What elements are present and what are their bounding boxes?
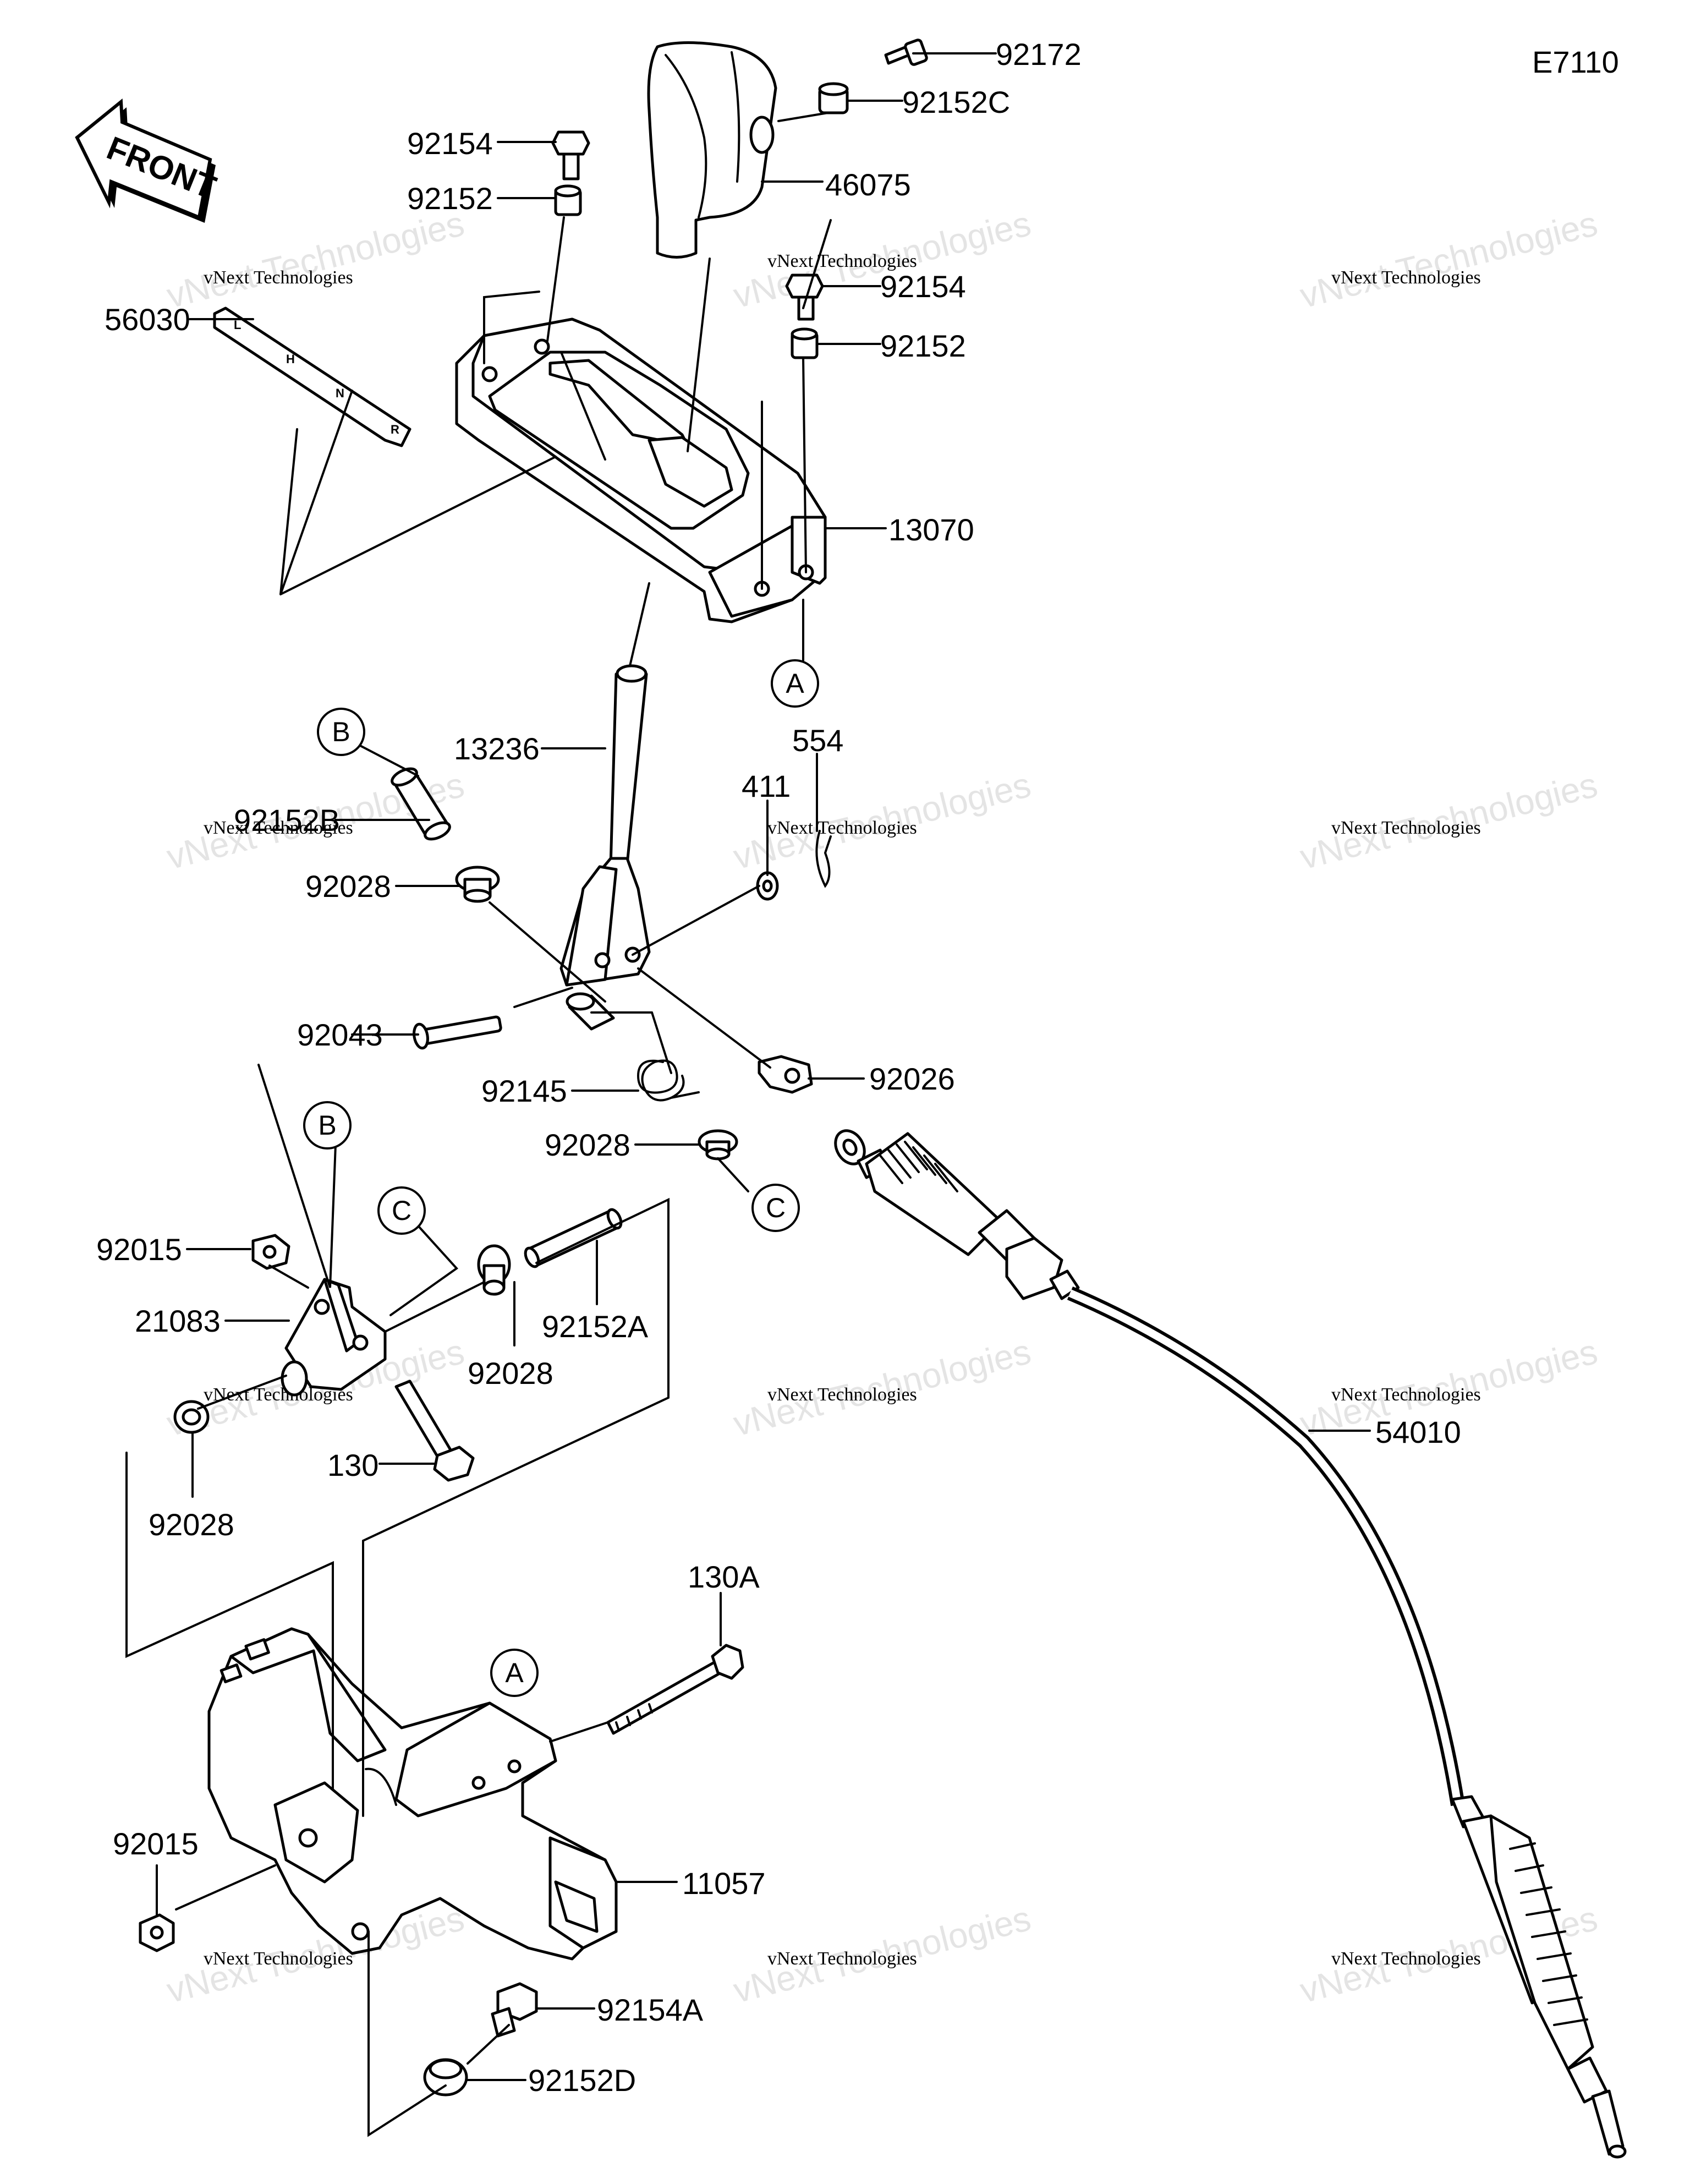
part-label-92152a: 92152A [542,1309,649,1344]
svg-text:vNext Technologies: vNext Technologies [767,251,917,271]
part-label-56030: 56030 [105,302,190,337]
svg-text:vNext Technologies: vNext Technologies [767,1948,917,1969]
callout-a-bottom: A [490,1649,539,1697]
nut-92015-a [251,1234,290,1270]
svg-text:vNext Technologies: vNext Technologies [1331,1948,1481,1969]
svg-text:vNext Technologies: vNext Technologies [163,204,468,316]
svg-text:vNext Technologies: vNext Technologies [1331,1384,1481,1405]
svg-text:B: B [332,716,350,747]
part-labels: 92172 92152C 92154 92152 46075 92154 921… [96,37,1461,2098]
plate-92026 [758,1055,813,1094]
part-label-130a: 130A [688,1559,760,1594]
shaft-92152a [524,1208,623,1268]
bolt-130 [394,1380,475,1482]
nut-92015-b [139,1913,175,1952]
pin-92043 [413,1015,502,1050]
collar-92152c [818,82,849,114]
svg-text:vNext Technologies: vNext Technologies [1296,204,1601,316]
bushing-92028-c [477,1244,511,1296]
part-label-92152d: 92152D [528,2063,636,2098]
part-label-92152b: 92152B [234,803,340,838]
shift-console-13070 [455,318,827,623]
svg-text:N: N [336,386,344,400]
shift-lever-13236 [559,664,651,987]
cotter-pin-554 [815,830,832,888]
label-plate-56030: L H N R [213,306,411,447]
part-label-92152-mid: 92152 [880,329,966,363]
part-label-92154a: 92154A [597,1993,704,2027]
part-label-92152c: 92152C [902,85,1010,119]
bushing-92028-d [173,1360,308,1434]
part-label-92154-top: 92154 [407,126,493,161]
part-label-11057: 11057 [682,1866,766,1901]
collar-92152-top [554,184,582,216]
bracket-11057 [207,1627,618,1961]
shift-knob [647,41,777,259]
collar-92152-mid [791,327,819,359]
callout-a-top: A [771,659,819,708]
svg-text:A: A [505,1657,524,1688]
callout-c-left: C [377,1186,426,1235]
bushing-92028-a [455,866,500,903]
part-label-92028-c: 92028 [468,1356,553,1391]
svg-text:C: C [392,1195,411,1226]
spring-92145 [637,1011,700,1102]
part-label-92154-mid: 92154 [880,269,966,304]
part-label-46075: 46075 [825,167,911,202]
part-label-92015-a: 92015 [96,1232,182,1267]
washer-411-hole [762,879,773,893]
svg-text:A: A [786,668,804,699]
part-label-411: 411 [742,769,791,803]
bushing-92028-b [698,1129,738,1161]
diagram-code: E7110 [1532,45,1619,79]
svg-text:vNext Technologies: vNext Technologies [1331,267,1481,288]
callout-b-top: B [317,708,365,756]
part-label-13070: 13070 [888,512,974,547]
pivot-collar [566,992,615,1031]
part-label-92028-b: 92028 [545,1127,630,1162]
bolt-92154a [491,1982,538,2038]
svg-text:L: L [234,318,241,332]
front-arrow-icon: FRONT [75,98,221,223]
callout-c-right: C [751,1184,800,1232]
svg-text:vNext Technologies: vNext Technologies [204,818,353,838]
part-label-92172: 92172 [996,37,1082,72]
part-label-54010: 54010 [1375,1415,1461,1449]
svg-text:vNext Technologies: vNext Technologies [204,1948,353,1969]
part-label-92015-b: 92015 [113,1826,199,1861]
svg-text:vNext Technologies: vNext Technologies [767,1384,917,1405]
svg-text:H: H [286,352,295,366]
collar-92152d [423,2058,468,2097]
bolt-92154-top [551,130,590,180]
reference-callouts: A B B C C A [303,659,819,1697]
part-label-13236: 13236 [454,731,540,766]
svg-text:B: B [318,1110,336,1141]
part-label-92152-top: 92152 [407,181,493,216]
svg-text:vNext Technologies: vNext Technologies [1331,818,1481,838]
svg-text:vNext Technologies: vNext Technologies [204,267,353,288]
svg-text:vNext Technologies: vNext Technologies [767,818,917,838]
part-label-554: 554 [792,723,843,758]
bolt-92154-mid [785,273,824,321]
part-label-92026: 92026 [869,1061,955,1096]
part-label-21083: 21083 [135,1304,221,1338]
part-label-130: 130 [327,1448,378,1482]
shift-cable-54010 [834,1129,1627,2159]
part-label-92028-a: 92028 [305,869,391,904]
assembly-lines [125,52,1371,2137]
part-label-92028-d: 92028 [149,1507,234,1542]
part-label-92145: 92145 [481,1074,567,1108]
bolt-130a [606,1644,744,1735]
sleeve-92152b [391,767,451,841]
svg-text:R: R [391,423,399,436]
part-label-92043: 92043 [297,1017,383,1052]
svg-text:C: C [766,1192,786,1223]
callout-b-mid: B [303,1101,352,1150]
